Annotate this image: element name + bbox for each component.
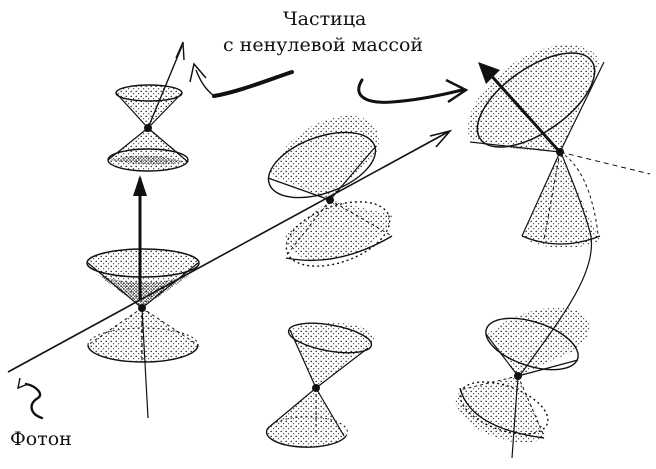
light-cone-photon-1	[86, 248, 200, 363]
light-cone-photon-2	[267, 115, 393, 267]
light-cone-bottom	[265, 322, 375, 448]
pointer-arrow-right	[357, 78, 469, 104]
pointer-arrow-left	[189, 62, 294, 98]
pointer-arrow-photon	[17, 377, 44, 420]
light-cone-particle-2	[467, 44, 651, 248]
light-cone-particle-1	[107, 84, 189, 172]
label-photon: Фотон	[10, 428, 72, 450]
light-cone-particle-3	[455, 307, 590, 443]
label-particle-line-1: Частица	[283, 8, 367, 30]
photon-worldline	[7, 129, 453, 373]
label-particle-line-2: с ненулевой массой	[223, 34, 424, 56]
